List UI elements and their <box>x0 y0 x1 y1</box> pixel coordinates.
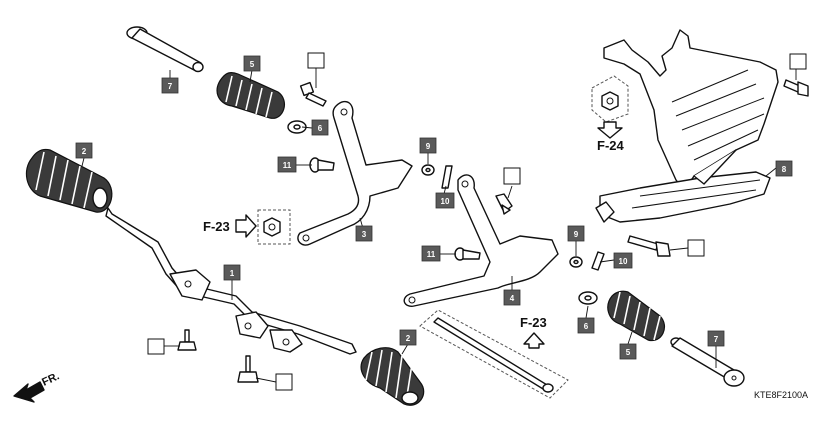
flange-bolt-lower-center <box>237 355 259 383</box>
svg-text:5: 5 <box>250 60 255 69</box>
step-rubber-upper <box>216 72 286 119</box>
svg-text:2: 2 <box>82 147 87 156</box>
flange-bolt-lower-right <box>627 235 671 257</box>
callout-9-lower: 9 <box>567 225 585 242</box>
callout-7-upper: 7 <box>161 77 179 94</box>
svg-text:F-23: F-23 <box>520 315 547 330</box>
svg-text:10: 10 <box>441 197 450 206</box>
callout-3: 3 <box>355 225 373 242</box>
diagram-code: KTE8F2100A <box>754 390 808 400</box>
flange-bolt-top-right <box>783 79 809 97</box>
flange-bolt-top <box>299 81 327 107</box>
callout-10-upper: 10 <box>435 192 455 209</box>
svg-text:4: 4 <box>510 294 515 303</box>
svg-text:1: 1 <box>230 269 235 278</box>
step-guard-frame <box>595 29 779 223</box>
ref-f23-center: F-23 <box>520 315 547 349</box>
callout-empty-center <box>503 167 521 185</box>
callout-7-lower: 7 <box>707 330 725 347</box>
callout-empty-top <box>307 52 325 69</box>
flange-bolt-center <box>495 193 513 215</box>
ref-f24: F-24 <box>591 75 629 153</box>
ref-f23-left: F-23 <box>203 209 291 245</box>
callout-empty-lower-center <box>275 373 293 391</box>
svg-text:F-23: F-23 <box>203 219 230 234</box>
callout-9-upper: 9 <box>419 137 437 154</box>
step-rubber-lower <box>607 290 665 342</box>
washer-9-upper <box>421 164 435 176</box>
svg-text:F-24: F-24 <box>597 138 625 153</box>
step-bar <box>105 207 357 355</box>
leader-lines <box>81 68 797 383</box>
step-bracket-left <box>297 100 413 246</box>
callout-2-left: 2 <box>75 142 93 159</box>
svg-text:5: 5 <box>626 348 631 357</box>
flange-bolt-lower-left <box>177 329 197 351</box>
cotter-pin-10-upper <box>441 165 453 189</box>
callout-6-lower: 6 <box>577 317 595 334</box>
bolt-11-upper <box>309 157 335 173</box>
svg-text:2: 2 <box>406 334 411 343</box>
callout-2-right: 2 <box>399 329 417 346</box>
svg-text:6: 6 <box>318 124 323 133</box>
callout-empty-lower-left <box>147 338 165 355</box>
cotter-pin-10-lower <box>591 251 605 271</box>
step-bracket-right <box>403 174 559 307</box>
step-pin-upper <box>126 26 204 73</box>
front-direction-arrow: FR. <box>13 370 61 403</box>
callout-11-upper: 11 <box>277 156 297 173</box>
svg-text:11: 11 <box>427 250 436 259</box>
callout-6-upper: 6 <box>311 119 329 136</box>
callout-8: 8 <box>775 160 793 177</box>
callout-11-lower: 11 <box>421 245 441 262</box>
callout-4: 4 <box>503 289 521 306</box>
svg-text:6: 6 <box>584 322 589 331</box>
svg-text:7: 7 <box>714 335 719 344</box>
bolt-11-lower <box>454 247 481 261</box>
svg-text:10: 10 <box>619 257 628 266</box>
svg-text:FR.: FR. <box>40 370 61 388</box>
long-pin-detail <box>419 309 569 399</box>
footpeg-left <box>25 148 113 213</box>
washer-9-lower <box>569 256 583 268</box>
callout-10-lower: 10 <box>613 252 633 269</box>
footpeg-right <box>360 347 425 406</box>
svg-text:8: 8 <box>782 165 787 174</box>
svg-text:9: 9 <box>574 230 579 239</box>
callout-empty-right <box>687 239 705 257</box>
svg-text:11: 11 <box>283 161 292 170</box>
callout-1: 1 <box>223 264 241 281</box>
callout-5-upper: 5 <box>243 55 261 72</box>
svg-text:7: 7 <box>168 82 173 91</box>
step-pin-lower <box>670 337 745 387</box>
callout-empty-top-right <box>789 53 807 70</box>
svg-text:3: 3 <box>362 230 367 239</box>
svg-text:9: 9 <box>426 142 431 151</box>
callout-5-lower: 5 <box>619 343 637 360</box>
